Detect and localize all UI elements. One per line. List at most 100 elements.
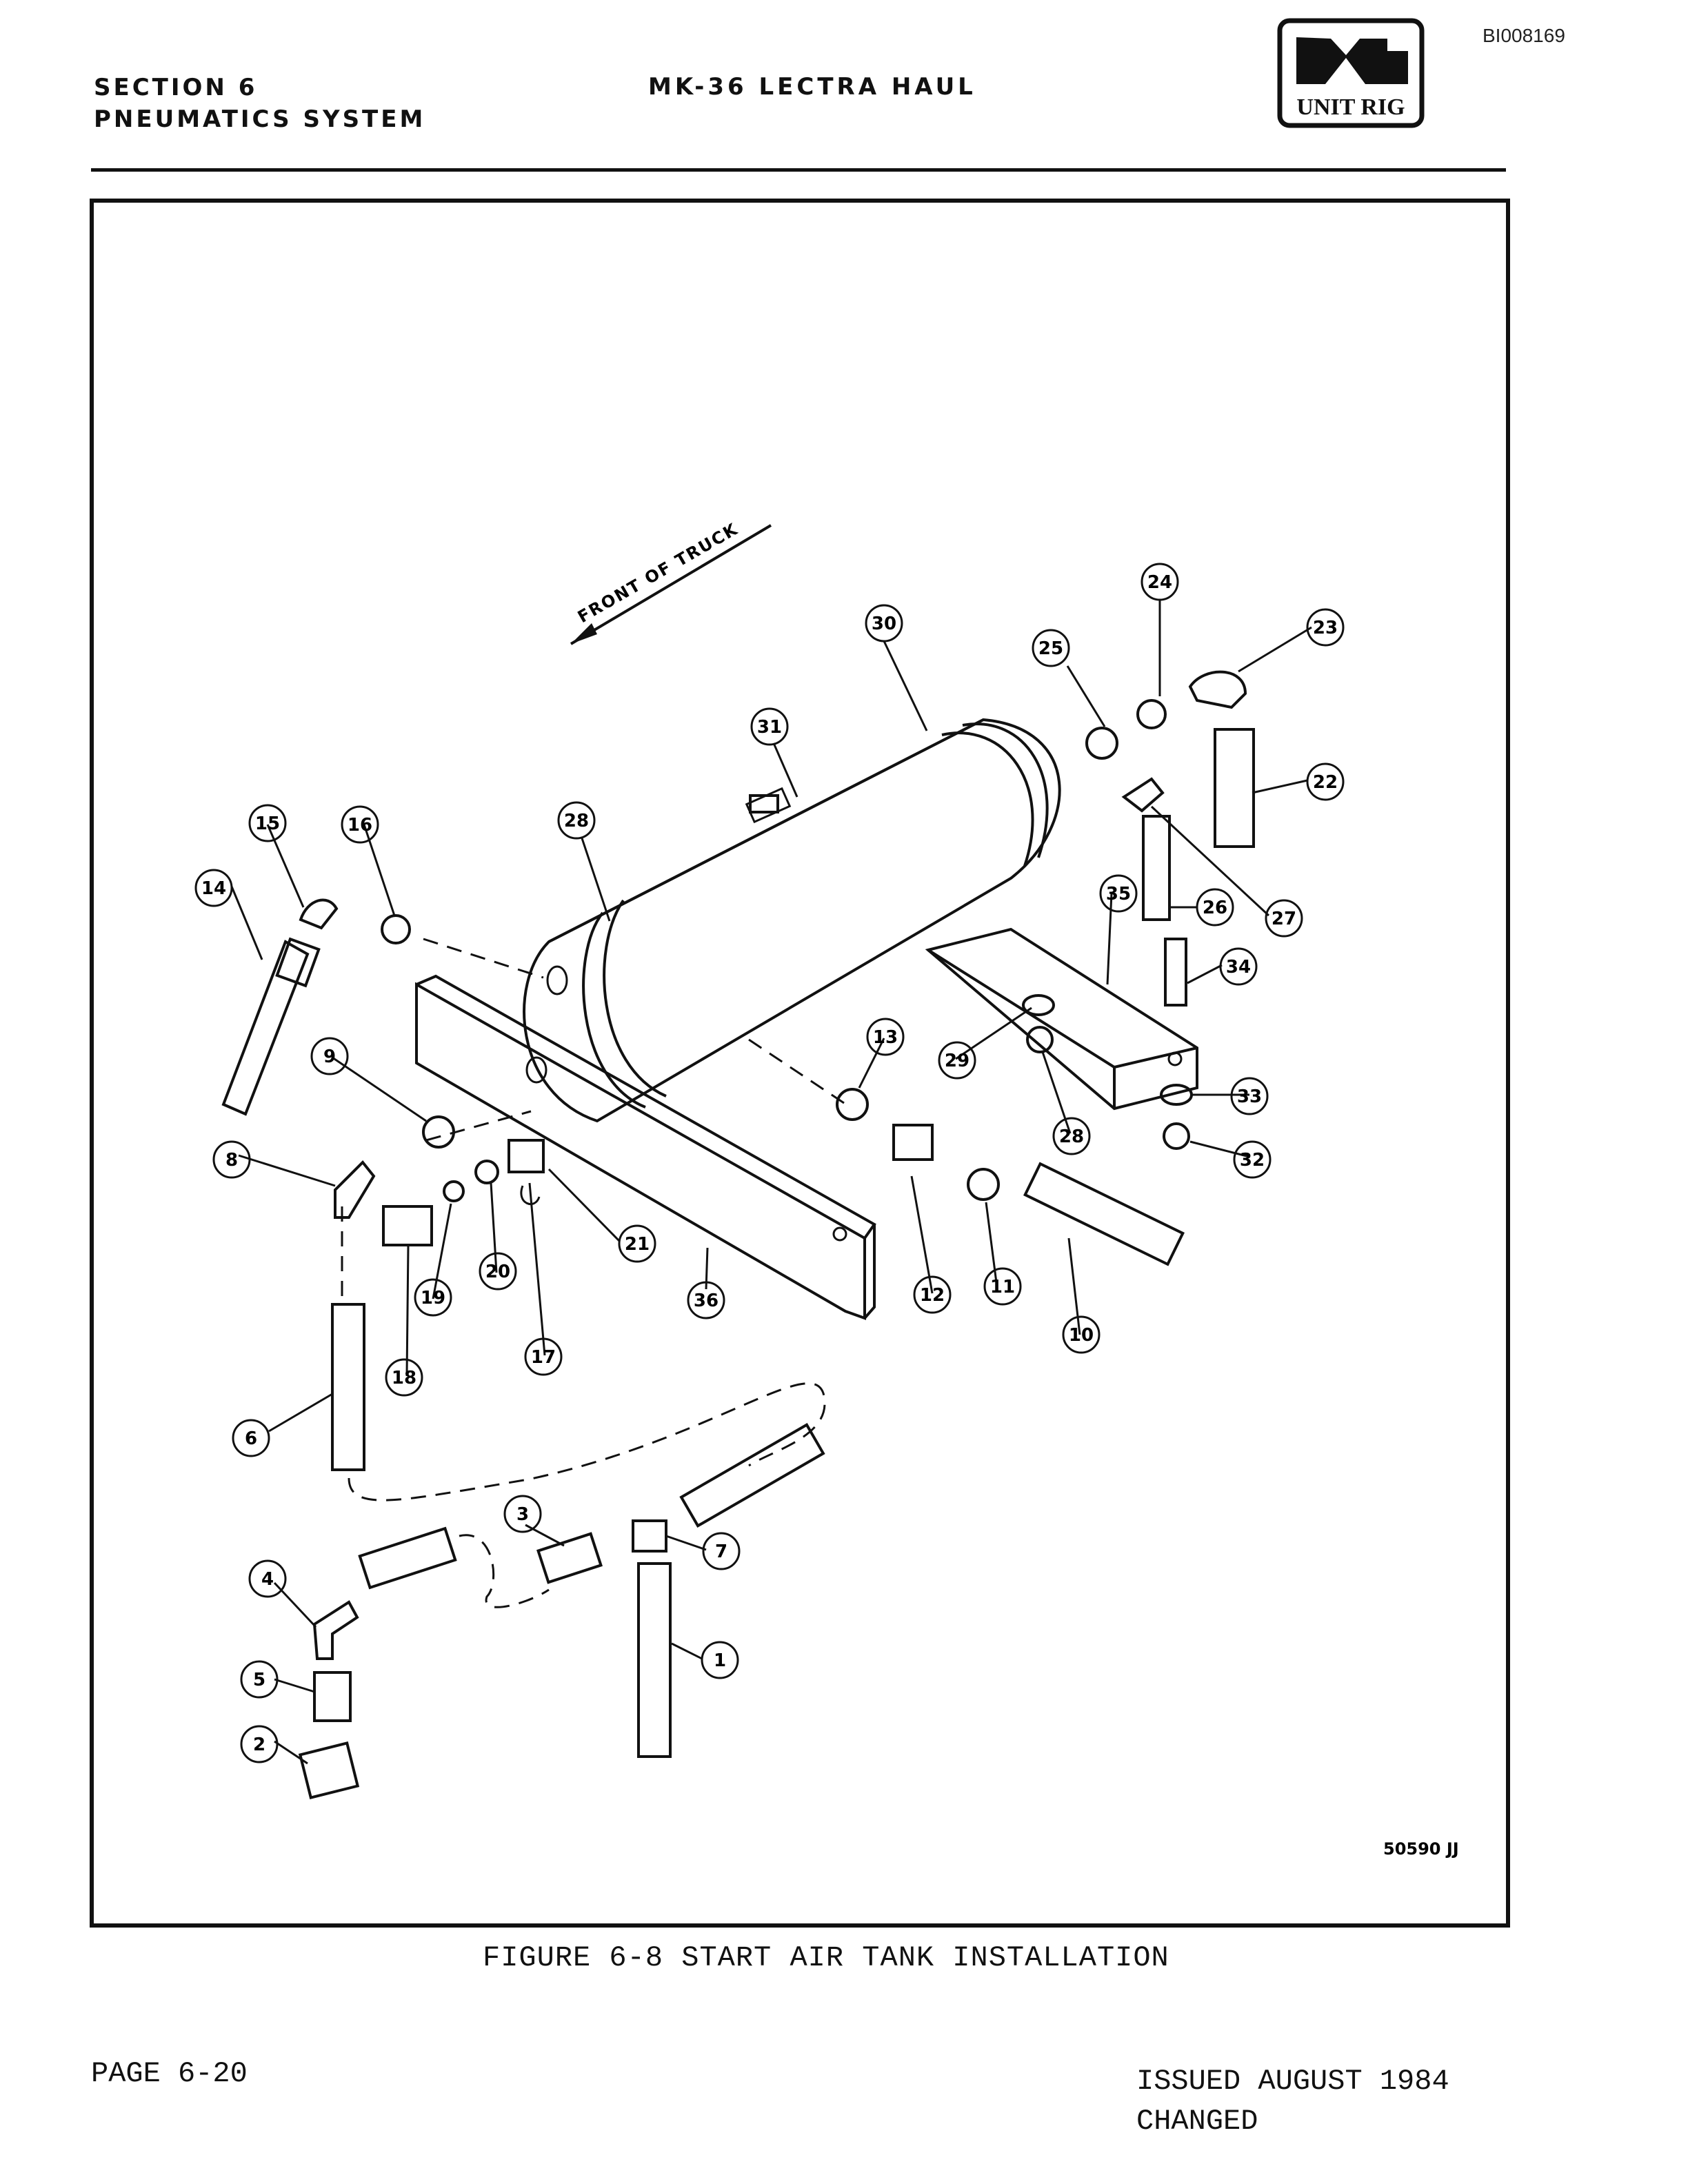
hose-6 [331, 1303, 365, 1471]
tee-12 [892, 1124, 934, 1161]
clamp-17 [520, 1185, 541, 1206]
svg-text:34: 34 [1226, 957, 1251, 978]
callout-1: 1 [701, 1641, 739, 1679]
strap-31 [749, 794, 779, 813]
leader-lines [230, 600, 1312, 1765]
svg-text:2: 2 [253, 1735, 265, 1755]
svg-text:28: 28 [564, 811, 589, 831]
callout-19: 19 [414, 1278, 452, 1317]
svg-text:17: 17 [531, 1347, 556, 1368]
callout-32: 32 [1233, 1140, 1272, 1179]
elbow-27 [1121, 777, 1165, 813]
svg-text:3: 3 [516, 1504, 529, 1525]
svg-text:13: 13 [873, 1027, 898, 1048]
callout-6: 6 [232, 1419, 270, 1457]
callout-10: 10 [1062, 1315, 1101, 1354]
svg-text:19: 19 [421, 1288, 445, 1308]
svg-text:12: 12 [920, 1285, 945, 1306]
block-18 [382, 1205, 433, 1246]
svg-text:28: 28 [1059, 1126, 1084, 1147]
callout-16: 16 [341, 805, 379, 844]
svg-text:11: 11 [990, 1277, 1015, 1297]
nut-32 [1163, 1122, 1190, 1150]
callout-18: 18 [385, 1358, 423, 1397]
model-title: MK-36 LECTRA HAUL [648, 73, 976, 101]
callout-11: 11 [983, 1267, 1022, 1306]
issued-date: ISSUED AUGUST 1984 [1136, 2065, 1449, 2098]
callout-31: 31 [750, 707, 789, 746]
valve-22 [1214, 728, 1255, 848]
air-tank-30 [523, 718, 1061, 1123]
fitting-25 [1085, 727, 1118, 760]
svg-text:18: 18 [392, 1368, 416, 1388]
fitting-3 [536, 1532, 603, 1584]
svg-text:8: 8 [225, 1150, 238, 1171]
elbow-8 [334, 1160, 376, 1219]
fitting-19 [443, 1180, 465, 1202]
callout-8: 8 [212, 1140, 251, 1179]
hose-lower [358, 1526, 457, 1590]
section-header: SECTION 6 PNEUMATICS SYSTEM [94, 72, 425, 135]
callout-13: 13 [866, 1018, 905, 1056]
callout-12: 12 [913, 1275, 952, 1314]
svg-text:23: 23 [1313, 618, 1338, 638]
svg-text:26: 26 [1203, 898, 1227, 918]
callout-24: 24 [1141, 563, 1179, 601]
hose-1 [637, 1562, 672, 1758]
washer-29 [1022, 994, 1055, 1016]
figure-caption: FIGURE 6-8 START AIR TANK INSTALLATION [483, 1941, 1169, 1974]
callout-15: 15 [248, 804, 287, 842]
fitting-5 [313, 1671, 352, 1722]
svg-text:7: 7 [715, 1541, 727, 1562]
mounting-bracket-35 [925, 927, 1198, 1111]
callout-25: 25 [1032, 629, 1070, 667]
elbow-4 [312, 1600, 359, 1660]
elbow-23 [1188, 670, 1247, 709]
callout-3: 3 [503, 1495, 542, 1533]
fitting-20 [474, 1160, 499, 1184]
callout-28-lower: 28 [1052, 1117, 1091, 1155]
header-rule [91, 168, 1506, 172]
svg-text:27: 27 [1272, 909, 1296, 929]
page-number: PAGE 6-20 [91, 2057, 248, 2090]
callout-2: 2 [240, 1725, 279, 1763]
document-id: BI008169 [1483, 25, 1565, 46]
svg-text:32: 32 [1240, 1150, 1265, 1171]
callout-7: 7 [702, 1532, 741, 1570]
callout-28-upper: 28 [557, 801, 596, 840]
callout-4: 4 [248, 1559, 287, 1598]
svg-text:20: 20 [485, 1262, 510, 1282]
callout-36: 36 [687, 1281, 725, 1320]
tee-7 [632, 1519, 667, 1553]
nut-28-lower [1026, 1026, 1054, 1053]
svg-text:22: 22 [1313, 772, 1338, 793]
fitting-9 [422, 1115, 455, 1149]
callout-20: 20 [479, 1252, 517, 1291]
hose-upper [679, 1422, 825, 1528]
issue-block: ISSUED AUGUST 1984 CHANGED [1136, 2061, 1449, 2141]
svg-text:31: 31 [757, 717, 782, 738]
fitting-11 [967, 1168, 1000, 1201]
svg-text:24: 24 [1147, 572, 1172, 593]
cap-2 [298, 1741, 360, 1799]
callout-21: 21 [618, 1224, 656, 1263]
svg-text:30: 30 [872, 614, 896, 634]
system-line: PNEUMATICS SYSTEM [94, 105, 426, 133]
callout-23: 23 [1306, 608, 1345, 647]
callout-27: 27 [1265, 899, 1303, 938]
svg-text:36: 36 [694, 1291, 719, 1311]
svg-text:5: 5 [253, 1670, 265, 1690]
hose-26 [1142, 815, 1171, 921]
svg-text:35: 35 [1106, 884, 1131, 904]
svg-text:4: 4 [261, 1569, 274, 1590]
unit-rig-logo: UNIT RIG [1277, 18, 1425, 128]
fitting-24 [1136, 699, 1167, 729]
fitting-13 [836, 1088, 869, 1121]
callout-29: 29 [938, 1041, 976, 1080]
svg-text:16: 16 [348, 815, 372, 836]
changed-label: CHANGED [1136, 2105, 1258, 2138]
svg-text:21: 21 [625, 1234, 650, 1255]
fitting-16 [381, 914, 411, 944]
hose-14 [221, 937, 321, 1116]
elbow-15 [299, 898, 339, 930]
